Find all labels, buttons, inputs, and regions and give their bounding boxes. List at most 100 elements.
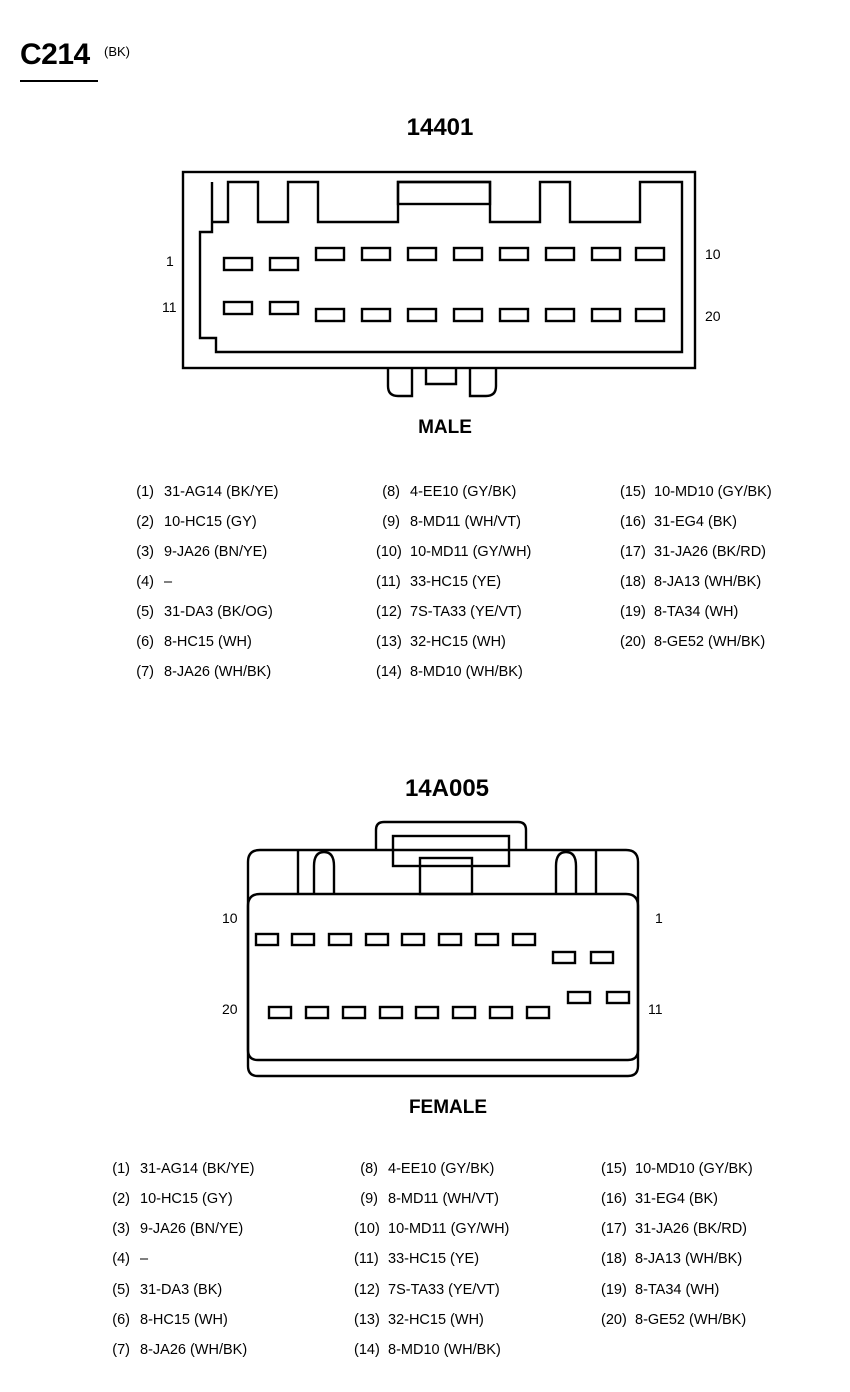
- male-connector-inner-outline: [198, 180, 684, 354]
- female-pin: [400, 932, 426, 947]
- pin-circuit: 8-MD11 (WH/VT): [388, 1191, 499, 1207]
- female-pin: [304, 1005, 330, 1020]
- pin-circuit: 10-HC15 (GY): [140, 1191, 233, 1207]
- pin-number: (12): [376, 604, 402, 620]
- pin-number: (6): [112, 1312, 130, 1328]
- male-pin: [314, 246, 346, 262]
- male-pin-label-10: 10: [705, 246, 721, 262]
- pin-number: (18): [601, 1251, 627, 1267]
- pin-number: (14): [354, 1342, 380, 1358]
- pin-number: (17): [620, 544, 646, 560]
- pin-circuit: 31-EG4 (BK): [654, 514, 737, 530]
- pin-number: (10): [376, 544, 402, 560]
- pin-number: (4): [112, 1251, 130, 1267]
- male-pin-label-1: 1: [166, 253, 174, 269]
- pin-number: (11): [376, 574, 401, 590]
- male-pin: [544, 307, 576, 323]
- female-pin-row-top: [254, 932, 615, 965]
- pin-circuit: 31-EG4 (BK): [635, 1191, 718, 1207]
- male-pin: [222, 300, 254, 316]
- pin-number: (9): [360, 1191, 378, 1207]
- pin-circuit: 31-JA26 (BK/RD): [635, 1221, 748, 1237]
- pin-number: (9): [382, 514, 400, 530]
- pin-number: (10): [354, 1221, 380, 1237]
- pin-circuit: 31-AG14 (BK/YE): [164, 484, 279, 500]
- male-pin: [634, 246, 666, 262]
- female-latch-housing: [374, 820, 528, 850]
- pin-number: (13): [376, 634, 402, 650]
- connector-title-block: C214 (BK): [20, 38, 130, 72]
- male-pin: [360, 307, 392, 323]
- pin-number: (2): [112, 1191, 130, 1207]
- pin-circuit: 8-JA26 (WH/BK): [164, 664, 272, 680]
- female-pin: [474, 932, 500, 947]
- male-pin-label-20: 20: [705, 308, 721, 324]
- male-pin: [590, 246, 622, 262]
- pin-number: (7): [136, 664, 154, 680]
- pin-number: (4): [136, 574, 154, 590]
- male-pin: [452, 246, 484, 262]
- pin-circuit: 10-MD10 (GY/BK): [654, 484, 772, 500]
- female-pin: [566, 990, 592, 1005]
- pin-number: (19): [620, 604, 646, 620]
- pin-circuit: 8-TA34 (WH): [654, 604, 739, 620]
- connector-color: (BK): [104, 44, 130, 59]
- pin-circuit: 10-MD11 (GY/WH): [410, 544, 532, 560]
- male-pin-row-top: [222, 246, 666, 272]
- female-pin: [378, 1005, 404, 1020]
- pin-circuit: 8-JA26 (WH/BK): [140, 1342, 248, 1358]
- pin-number: (14): [376, 664, 402, 680]
- pin-circuit: 10-HC15 (GY): [164, 514, 257, 530]
- male-pin: [268, 300, 300, 316]
- pin-number: (20): [620, 634, 646, 650]
- male-pin: [634, 307, 666, 323]
- pin-number: (15): [620, 484, 646, 500]
- pin-circuit: 9-JA26 (BN/YE): [140, 1221, 244, 1237]
- male-pin: [590, 307, 622, 323]
- pin-number: (16): [601, 1191, 627, 1207]
- female-latch-tab: [418, 856, 474, 896]
- pin-circuit: 33-HC15 (YE): [388, 1251, 480, 1267]
- pin-circuit: 7S-TA33 (YE/VT): [388, 1282, 500, 1298]
- pin-circuit: 9-JA26 (BN/YE): [164, 544, 268, 560]
- female-pin: [589, 950, 615, 965]
- female-pin: [364, 932, 390, 947]
- male-pin-row-bottom: [222, 300, 666, 323]
- male-clip-right: [468, 368, 498, 398]
- male-pin: [498, 246, 530, 262]
- pin-circuit: 31-DA3 (BK/OG): [164, 604, 273, 620]
- pin-number: (19): [601, 1282, 627, 1298]
- female-pin: [437, 932, 463, 947]
- female-pin: [605, 990, 631, 1005]
- male-pin: [452, 307, 484, 323]
- female-pin-row-bottom: [267, 990, 631, 1020]
- pin-circuit: 10-MD10 (GY/BK): [635, 1161, 753, 1177]
- male-pin: [406, 307, 438, 323]
- connector-id: C214: [20, 38, 90, 71]
- pin-number: (1): [112, 1161, 130, 1177]
- female-pin: [451, 1005, 477, 1020]
- pin-circuit: 32-HC15 (WH): [410, 634, 506, 650]
- male-pin-label-11: 11: [162, 299, 177, 315]
- pin-circuit: 31-JA26 (BK/RD): [654, 544, 767, 560]
- male-connector-shell: [181, 170, 697, 370]
- pin-circuit: 8-GE52 (WH/BK): [654, 634, 766, 650]
- pin-circuit: 32-HC15 (WH): [388, 1312, 484, 1328]
- pin-number: (7): [112, 1342, 130, 1358]
- pin-circuit: 8-TA34 (WH): [635, 1282, 720, 1298]
- pin-circuit: 8-MD11 (WH/VT): [410, 514, 521, 530]
- pin-circuit: 8-MD10 (WH/BK): [388, 1342, 501, 1358]
- male-clip-middle: [424, 368, 458, 386]
- female-pin-label-10: 10: [222, 910, 238, 926]
- male-pin: [498, 307, 530, 323]
- male-pin: [268, 256, 300, 272]
- pin-number: (17): [601, 1221, 627, 1237]
- pin-circuit: 8-HC15 (WH): [140, 1312, 228, 1328]
- pin-circuit: 8-GE52 (WH/BK): [635, 1312, 747, 1328]
- male-pin: [406, 246, 438, 262]
- male-pin: [544, 246, 576, 262]
- female-pin-label-20: 20: [222, 1001, 238, 1017]
- pin-circuit: 8-MD10 (WH/BK): [410, 664, 523, 680]
- female-part-number: 14A005: [404, 775, 490, 802]
- female-pin: [525, 1005, 551, 1020]
